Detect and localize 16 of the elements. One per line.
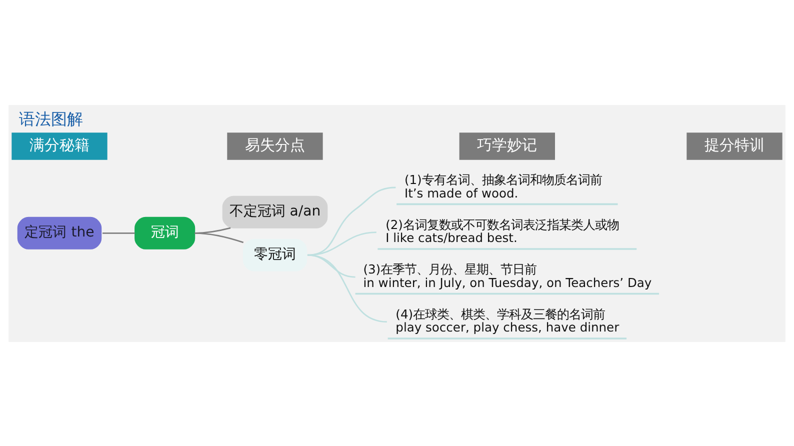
node-box: 提分特训 — [686, 132, 782, 160]
node-box: 零冠词 — [242, 238, 308, 271]
connector — [194, 232, 244, 243]
node-box: 不定冠词 a/an — [222, 195, 328, 228]
node-box: 定冠词 the — [17, 216, 102, 249]
node-box: 巧学妙记 — [459, 132, 555, 160]
node-text: (3)在季节、月份、星期、节日前 in winter, in July, on Tuesday, on Teachers’ Day — [363, 262, 652, 290]
diagram-title: 语法图解 — [19, 109, 84, 128]
node-box: 满分秘籍 — [12, 132, 108, 160]
node-box: 易失分点 — [227, 132, 323, 160]
connector — [307, 254, 387, 322]
node-text: (2)名词复数或不可数名词表泛指某类人或物 I like cats/bread best. — [386, 217, 619, 245]
connector — [102, 232, 135, 234]
node-text: (1)专有名词、抽象名词和物质名词前 It’s made of wood. — [404, 172, 602, 200]
node-box: 冠词 — [134, 216, 196, 249]
node-text: (4)在球类、棋类、学科及三餐的名词前 play soccer, play chess, have dinner — [396, 306, 620, 334]
